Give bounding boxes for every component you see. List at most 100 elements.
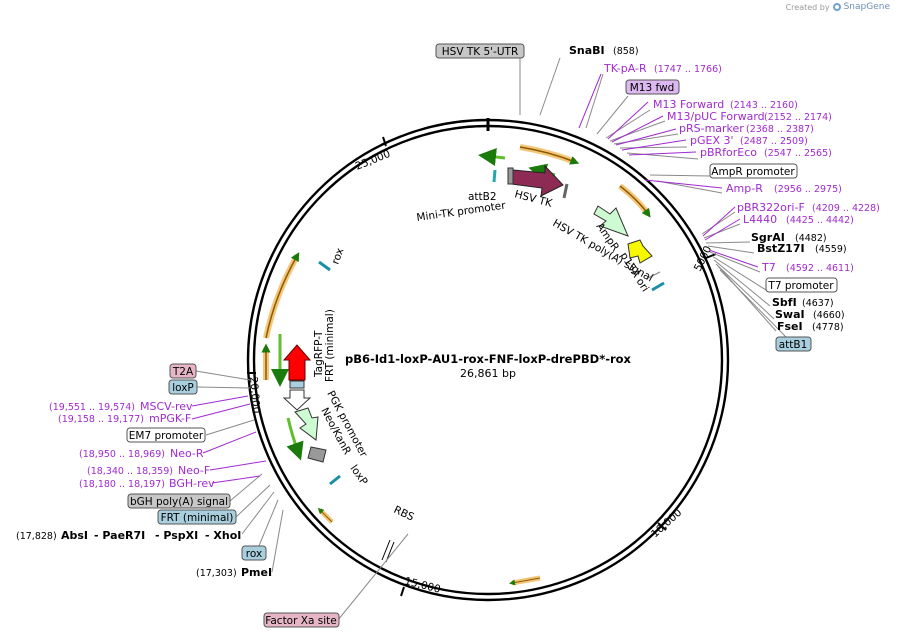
pgex3-label[interactable]: pGEX 3'	[690, 134, 734, 147]
rox-inner-feature[interactable]	[318, 260, 331, 272]
frt-minimal-tag[interactable]: FRT (minimal)	[157, 509, 237, 525]
rox-tag[interactable]: rox	[241, 545, 267, 561]
tagrfp-label: TagRFP-T	[313, 330, 325, 378]
tk-pa-r-position: (1747 .. 1766)	[654, 64, 722, 75]
rox-inner-label: rox	[330, 247, 347, 267]
sbfi-label[interactable]: SbfI	[772, 296, 797, 309]
paer7i-label[interactable]: - PaeR7I	[94, 529, 145, 542]
neokanr-feature[interactable]	[294, 407, 319, 441]
t7-label[interactable]: T7	[761, 261, 776, 274]
svg-text:HSV TK 5'-UTR: HSV TK 5'-UTR	[442, 46, 518, 58]
orange-arrow-bottom-line	[509, 577, 541, 586]
neo-r-label[interactable]: Neo-R	[170, 447, 204, 460]
pspxi-label[interactable]: - PspXI	[155, 529, 198, 542]
bstz17i-position: (4559)	[815, 244, 847, 255]
pgex3-position: (2487 .. 2509)	[740, 136, 808, 147]
fsei-label[interactable]: FseI	[777, 320, 803, 333]
hsv-tk-utr-tag[interactable]: HSV TK 5'-UTR	[435, 43, 525, 59]
svg-text:bGH poly(A) signal: bGH poly(A) signal	[130, 496, 228, 508]
gray-marker-right	[647, 271, 661, 279]
xhoi-label[interactable]: - XhoI	[205, 529, 241, 542]
green-arrow-top-1[interactable]	[478, 148, 506, 166]
p15a-ori-feature[interactable]	[627, 239, 653, 264]
swai-position: (4660)	[813, 310, 845, 321]
neo-f-label[interactable]: Neo-F	[178, 464, 210, 477]
hsv-tk-feature[interactable]	[510, 164, 564, 197]
sbfi-position: (4637)	[802, 298, 834, 309]
loxp-inner-feature[interactable]	[329, 474, 341, 486]
attb2-feature[interactable]	[507, 167, 514, 185]
loxp-tag[interactable]: loxP	[168, 379, 198, 395]
em7-promoter-tag[interactable]: EM7 promoter	[126, 427, 206, 443]
svg-text:M13 fwd: M13 fwd	[630, 82, 675, 94]
svg-text:T7 promoter: T7 promoter	[767, 280, 834, 292]
snabi-label[interactable]: SnaBI	[569, 44, 605, 57]
svg-text:15,000: 15,000	[403, 575, 442, 596]
amp-r-position: (2956 .. 2975)	[774, 184, 842, 195]
swai-label[interactable]: SwaI	[775, 308, 805, 321]
bgh-rev-label[interactable]: BGH-rev	[169, 477, 215, 490]
snapgene-brand-name: SnapGene	[843, 2, 890, 12]
svg-text:T2A: T2A	[172, 366, 194, 378]
t2a-tag[interactable]: T2A	[169, 363, 197, 379]
neo-f-position: (18,340 .. 18,359)	[87, 466, 173, 477]
bstz17i-label[interactable]: BstZ17I	[757, 242, 805, 255]
sgrai-label[interactable]: SgrAI	[751, 231, 785, 244]
rbs-mark-1	[381, 539, 391, 561]
sgrai-position: (4482)	[795, 233, 827, 244]
pbr322ori-label[interactable]: pBR322ori-F	[737, 201, 805, 214]
m13-forward-label[interactable]: M13 Forward	[653, 98, 724, 111]
prs-marker-label[interactable]: pRS-marker	[679, 122, 744, 135]
hsv-tk-polya-feature[interactable]	[562, 183, 569, 199]
orange-feature-arrow-left-long-line	[265, 252, 300, 339]
blue-marker-right	[651, 281, 665, 292]
svg-text:AmpR promoter: AmpR promoter	[711, 166, 795, 178]
plasmid-name: pB6-Id1-loxP-AU1-rox-FNF-loxP-drePBD*-ro…	[345, 352, 632, 366]
mscv-rev-position: (19,551 .. 19,574)	[49, 402, 135, 413]
loxp-inner-label: loxP	[348, 463, 370, 488]
mscv-rev-label[interactable]: MSCV-rev	[140, 400, 193, 413]
tagrfp-feature[interactable]	[282, 344, 312, 381]
tk-pa-r-label[interactable]: TK-pA-R	[603, 62, 647, 75]
pbr322ori-position: (4209 .. 4228)	[812, 203, 880, 214]
mini-tk-promoter-label: Mini-TK promoter	[416, 200, 507, 224]
pgk-promoter-feature[interactable]	[282, 389, 312, 411]
mpgk-f-label[interactable]: mPGK-F	[149, 412, 191, 425]
rbs-label: RBS	[392, 504, 416, 524]
ampr-feature[interactable]	[593, 205, 629, 237]
frt-minimal-inner-feature[interactable]	[289, 380, 305, 389]
left-primer-connectors	[191, 395, 267, 484]
snapgene-logo-icon	[832, 3, 841, 11]
attb1-tag[interactable]: attB1	[775, 336, 812, 352]
absi-label[interactable]: AbsI	[61, 529, 88, 542]
svg-text:loxP: loxP	[172, 382, 194, 394]
bgh-rev-position: (18,180 .. 18,197)	[79, 479, 165, 490]
tick-20000: 20,000	[247, 372, 262, 414]
svg-text:Factor Xa site: Factor Xa site	[265, 615, 336, 627]
m13-puc-forward-position: (2152 .. 2174)	[764, 112, 832, 123]
pbrforeco-label[interactable]: pBRforEco	[700, 146, 757, 159]
orange-feature-arrow-2-line	[619, 185, 651, 218]
prs-marker-position: (2368 .. 2387)	[746, 124, 814, 135]
l4440-label[interactable]: L4440	[743, 213, 777, 226]
amp-r-label[interactable]: Amp-R	[726, 182, 763, 195]
t7-promoter-tag[interactable]: T7 promoter	[765, 277, 838, 293]
factor-xa-tag[interactable]: Factor Xa site	[263, 612, 340, 628]
snapgene-credit: Created by SnapGene	[786, 2, 890, 12]
svg-text:20,000: 20,000	[247, 376, 262, 414]
m13-forward-position: (2143 .. 2160)	[730, 100, 798, 111]
orange-feature-arrow-left-long[interactable]	[263, 254, 300, 339]
m13-puc-forward-label[interactable]: M13/pUC Forward	[667, 110, 765, 123]
pmei-label[interactable]: PmeI	[241, 566, 272, 579]
green-arrow-left-2[interactable]	[286, 417, 304, 461]
pbrforeco-position: (2547 .. 2565)	[764, 148, 832, 159]
svg-text:FRT (minimal): FRT (minimal)	[161, 512, 234, 524]
l4440-position: (4425 .. 4442)	[786, 215, 854, 226]
svg-text:attB1: attB1	[779, 339, 808, 351]
ampr-promoter-tag[interactable]: AmpR promoter	[709, 163, 798, 179]
bgh-polya-tag[interactable]: bGH poly(A) signal	[127, 493, 231, 509]
m13-fwd-tag[interactable]: M13 fwd	[625, 79, 680, 95]
gray-feature-left	[307, 446, 327, 463]
plasmid-length: 26,861 bp	[460, 367, 516, 380]
